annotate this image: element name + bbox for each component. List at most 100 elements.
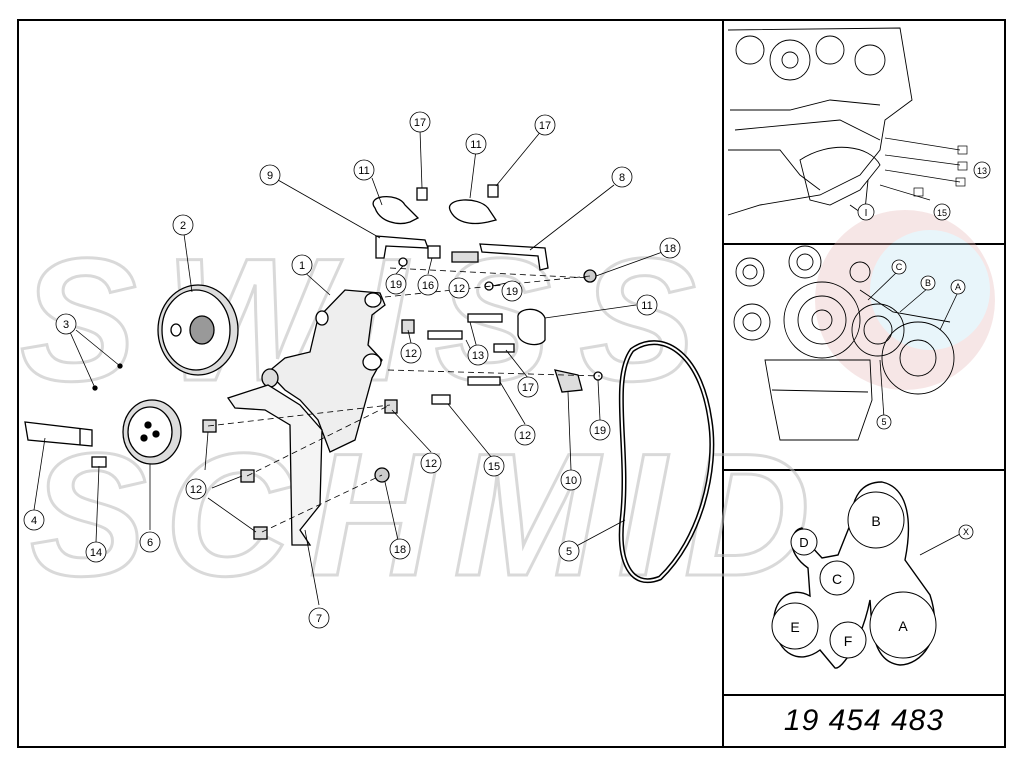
main-drawing [24,184,715,584]
svg-text:12: 12 [405,348,417,360]
callout-7: 7 [308,607,330,629]
svg-text:5: 5 [566,546,572,558]
svg-text:19: 19 [390,279,402,291]
pulley-C: C [819,560,855,596]
svg-text:18: 18 [664,243,676,255]
svg-text:11: 11 [470,139,481,151]
watermark-line1: SWISS [20,223,724,418]
callout-11b: 11 [465,133,487,155]
svg-text:15: 15 [937,208,947,218]
callout-11a: 11 [353,159,375,181]
pulley-A: A [869,591,937,659]
front-view-callout-C: C [891,259,907,275]
front-view-callout-5: 5 [876,414,892,430]
svg-text:10: 10 [565,475,577,487]
callout-6: 6 [139,531,161,553]
svg-text:17: 17 [522,382,534,394]
engine-view-front [733,245,955,441]
svg-text:I: I [865,208,868,219]
svg-text:17: 17 [414,117,426,129]
callout-12d: 12 [185,478,207,500]
callout-4: 4 [23,509,45,531]
callout-16: 16 [417,274,439,296]
part-number: 19 454 483 [783,704,945,737]
pulley-E: E [771,602,819,650]
svg-text:4: 4 [31,515,37,527]
front-view-callout-B: B [920,275,936,291]
top-view-callout-15: 15 [933,203,951,221]
callout-3: 3 [55,313,77,335]
pulley-F: F [829,621,867,659]
pulley-2 [157,284,239,376]
pulley-B: B [847,491,905,549]
tool-4 [24,421,93,447]
callout-17b: 17 [534,114,556,136]
bracket-10 [554,369,583,393]
svg-text:12: 12 [453,283,465,295]
callout-12c: 12 [514,424,536,446]
svg-text:8: 8 [619,172,625,184]
callout-17a: 17 [409,111,431,133]
callout-1: 1 [291,254,313,276]
svg-text:18: 18 [394,544,406,556]
svg-text:1: 1 [299,260,305,272]
engine-view-top [727,27,968,216]
bracket-7 [226,384,323,546]
callout-14: 14 [85,541,107,563]
bracket-8 [479,243,549,271]
callout-15: 15 [483,455,505,477]
callout-12e: 12 [448,277,470,299]
svg-text:X: X [963,527,969,537]
svg-text:B: B [871,513,880,529]
bracket-1 [267,289,386,453]
callout-13: 13 [467,344,489,366]
callout-12b: 12 [420,452,442,474]
svg-text:16: 16 [422,280,434,292]
svg-text:15: 15 [488,461,500,473]
svg-text:11: 11 [641,300,652,312]
callout-17c: 17 [517,376,539,398]
svg-text:17: 17 [539,120,551,132]
svg-text:3: 3 [63,319,69,331]
svg-text:9: 9 [267,170,273,182]
pulley-D: D [790,528,818,556]
callout-2: 2 [172,214,194,236]
outer-frame [17,19,1006,748]
leader-lines [33,129,669,606]
callout-9: 9 [259,164,281,186]
svg-text:13: 13 [977,166,987,176]
svg-text:12: 12 [519,430,531,442]
svg-text:11: 11 [358,165,369,177]
svg-text:A: A [955,282,961,292]
svg-text:C: C [832,571,842,587]
svg-text:12: 12 [425,458,437,470]
bracket-9 [375,235,429,259]
belt-callout-X: X [958,524,974,540]
svg-text:19: 19 [506,286,518,298]
callout-18b: 18 [389,538,411,560]
svg-text:A: A [898,618,908,634]
svg-text:D: D [799,535,808,550]
svg-text:C: C [896,262,903,272]
svg-text:5: 5 [881,417,886,427]
callouts: 1 2 3 4 5 6 7 8 9 10 11 11 11 12 12 12 1… [23,111,681,629]
top-view-callout-I: I [857,203,875,221]
svg-text:7: 7 [316,613,322,625]
callout-5: 5 [558,540,580,562]
svg-text:6: 6 [147,537,153,549]
callout-18a: 18 [659,237,681,259]
callout-12a: 12 [400,342,422,364]
svg-text:13: 13 [472,350,484,362]
belt-routing-diagram: B A C D E F X [771,481,974,669]
callout-19b: 19 [501,280,523,302]
svg-text:E: E [790,619,799,635]
watermark-flag-mark [815,210,995,390]
svg-text:19: 19 [594,425,606,437]
callout-19c: 19 [589,419,611,441]
pulley-6 [122,399,182,465]
callout-10: 10 [560,469,582,491]
svg-text:F: F [844,633,853,649]
callout-8: 8 [611,166,633,188]
front-view-callout-A: A [950,279,966,295]
